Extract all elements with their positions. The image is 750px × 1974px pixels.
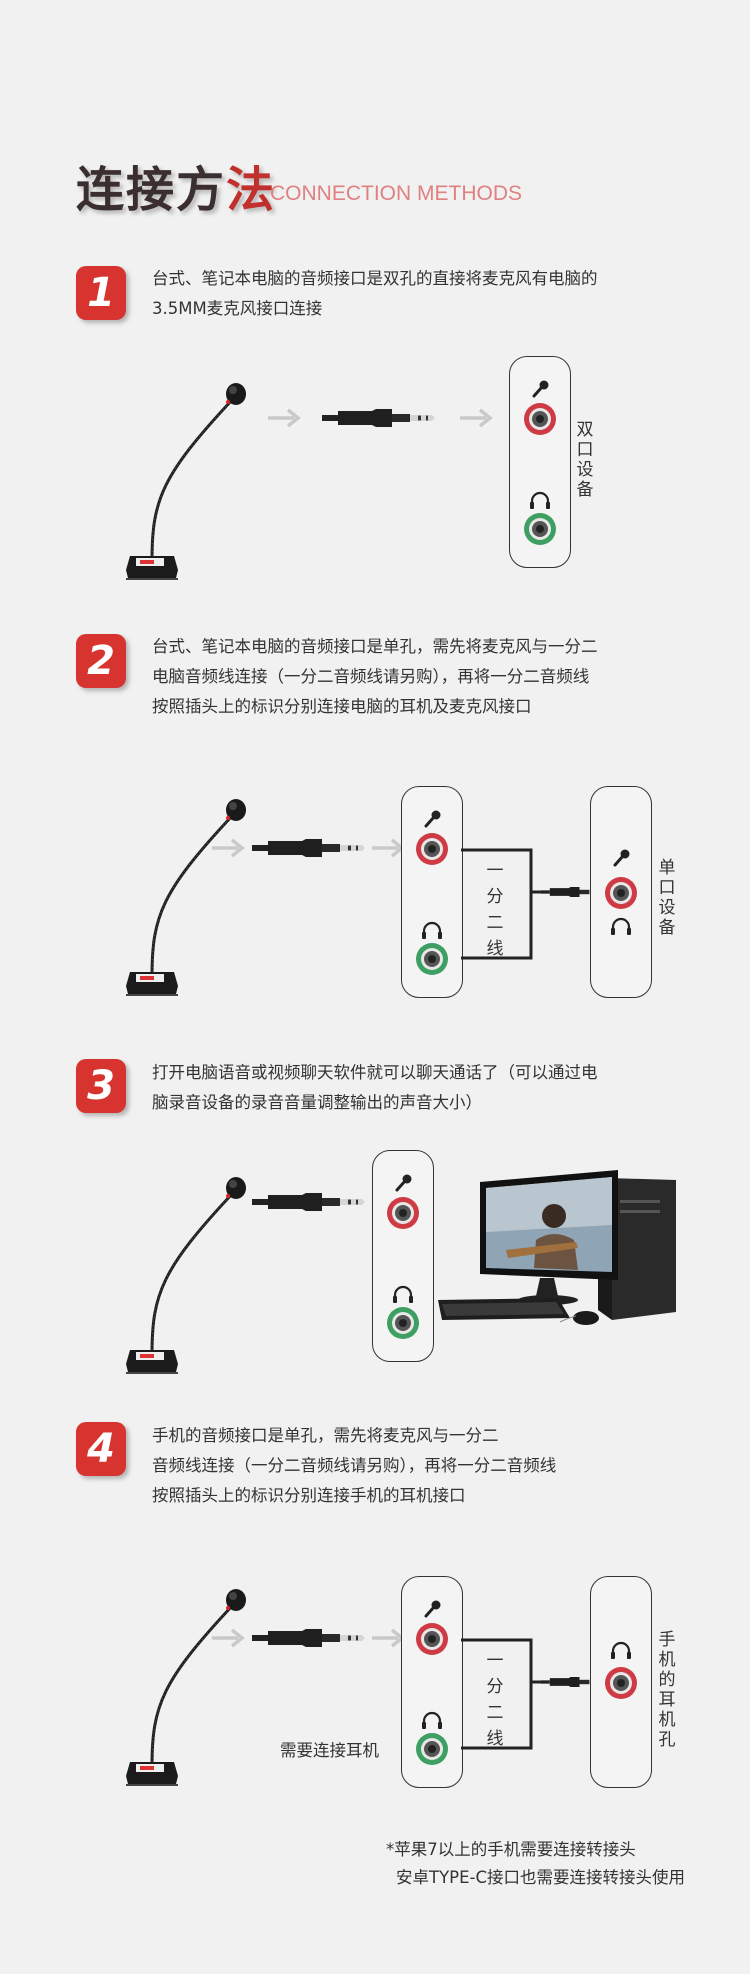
step-4-line-1: 手机的音频接口是单孔，需先将麦克风与一分二 [152,1426,499,1445]
arrow-icon [458,408,492,428]
mic-icon [424,809,442,828]
step-3-text: 打开电脑语音或视频聊天软件就可以聊天通话了（可以通过电 脑录音设备的录音音量调整… [152,1058,672,1118]
headphone-port-icon [416,1733,448,1765]
step-1-line-1: 台式、笔记本电脑的音频接口是双孔的直接将麦克风有电脑的 [152,269,598,288]
phone-headset-port-icon [605,1667,637,1699]
computer-port-panel [372,1150,434,1362]
footnote-line-1: *苹果7以上的手机需要连接转接头 [386,1840,636,1859]
step-1-line-2: 3.5MM麦克风接口连接 [152,299,323,318]
mic-port-icon [524,403,556,435]
headphone-icon [609,917,633,937]
splitter-label: 一分二线 [486,1651,504,1749]
arrow-icon [210,838,244,858]
single-port-device-label: 单口设备 [658,858,676,938]
phone-port-panel [590,1576,652,1788]
splitter-port-panel [401,1576,463,1788]
step-3-line-1: 打开电脑语音或视频聊天软件就可以聊天通话了（可以通过电 [152,1063,598,1082]
headphone-icon [391,1285,415,1305]
headphone-icon [420,1711,444,1731]
mic-port-icon [416,833,448,865]
step-1-badge: 1 [76,266,126,320]
headphone-icon [420,921,444,941]
step-4-line-3: 按照插头上的标识分别连接手机的耳机接口 [152,1486,466,1505]
mic-port-icon [387,1197,419,1229]
dual-port-device-label: 双口设备 [576,420,594,500]
mic-icon [532,379,550,398]
page-title: 连接方法 [76,150,276,220]
step-1-text: 台式、笔记本电脑的音频接口是双孔的直接将麦克风有电脑的 3.5MM麦克风接口连接 [152,264,672,324]
headphone-icon [528,491,552,511]
headphone-note: 需要连接耳机 [280,1741,379,1760]
headphone-port-icon [387,1307,419,1339]
splitter-cable-diagram [461,848,604,960]
microphone-4-image [124,1587,248,1788]
step-2-line-3: 按照插头上的标识分别连接电脑的耳机及麦克风接口 [152,697,532,716]
audio-plug-image [252,839,365,857]
step-4-text: 手机的音频接口是单孔，需先将麦克风与一分二 音频线连接（一分二音频线请另购），再… [152,1421,672,1511]
step-2-badge: 2 [76,634,126,688]
single-port-device-panel [590,786,652,998]
footnote-line-2: 安卓TYPE-C接口也需要连接转接头使用 [396,1868,686,1887]
audio-plug-image [252,1193,365,1211]
step-2-line-1: 台式、笔记本电脑的音频接口是单孔，需先将麦克风与一分二 [152,637,598,656]
step-4-line-2: 音频线连接（一分二音频线请另购），再将一分二音频线 [152,1456,557,1475]
splitter-label: 一分二线 [486,861,504,959]
phone-port-label: 手机的耳机孔 [658,1630,676,1750]
step-3-line-2: 脑录音设备的录音音量调整输出的声音大小） [152,1093,482,1112]
headphone-port-icon [416,943,448,975]
mic-icon [424,1599,442,1618]
microphone-1-image [124,381,248,582]
audio-plug-image [322,409,435,427]
arrow-icon [266,408,300,428]
mic-icon [395,1173,413,1192]
mic-port-icon [605,877,637,909]
footnote: *苹果7以上的手机需要连接转接头 安卓TYPE-C接口也需要连接转接头使用 [386,1836,685,1892]
page-title-text-accent: 法 [226,162,277,218]
mic-port-icon [416,1623,448,1655]
audio-plug-image [252,1629,365,1647]
microphone-3-image [124,1175,248,1376]
mic-icon [613,848,631,867]
arrow-icon [210,1628,244,1648]
headphone-icon [609,1641,633,1661]
step-2-text: 台式、笔记本电脑的音频接口是单孔，需先将麦克风与一分二 电脑音频线连接（一分二音… [152,632,672,722]
headphone-port-icon [524,513,556,545]
microphone-2-image [124,797,248,998]
step-2-line-2: 电脑音频线连接（一分二音频线请另购），再将一分二音频线 [152,667,590,686]
splitter-port-panel [401,786,463,998]
splitter-cable-diagram [461,1638,604,1750]
step-4-badge: 4 [76,1422,126,1476]
page-subtitle-en: CONNECTION METHODS [270,182,522,205]
dual-port-device-panel [509,356,571,568]
step-3-badge: 3 [76,1059,126,1113]
desktop-computer-image [438,1170,676,1325]
page-title-text-main: 连接方 [76,162,227,218]
